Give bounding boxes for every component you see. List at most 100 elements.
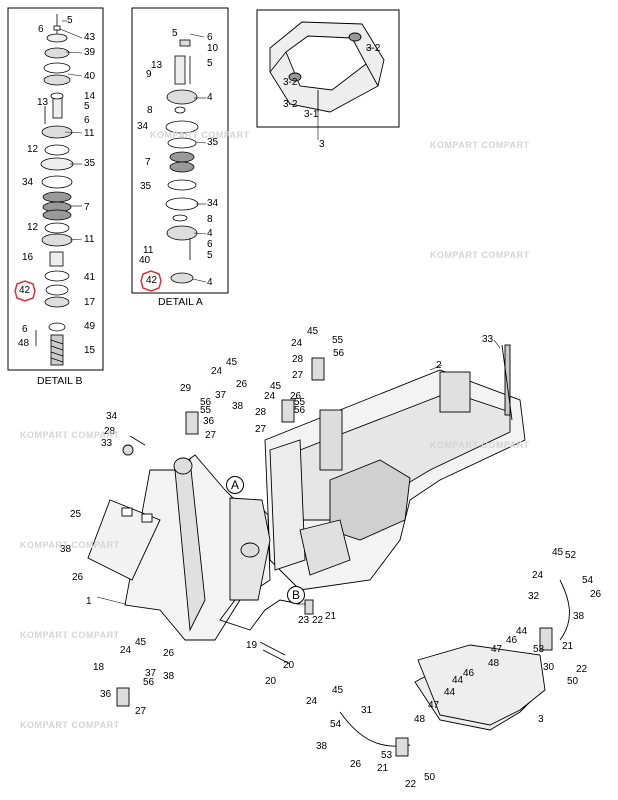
- part-label: 55: [332, 335, 344, 346]
- detail-a-parts: [165, 39, 199, 284]
- part-label: 27: [135, 706, 147, 717]
- part-label: 41: [84, 272, 96, 283]
- detail-a-caption: DETAIL A: [158, 296, 203, 308]
- part-label: 35: [207, 137, 219, 148]
- part-label: 26: [350, 759, 362, 770]
- part-label: 18: [93, 662, 105, 673]
- callout-a-letter: A: [231, 478, 240, 492]
- part-label: 44: [444, 687, 456, 698]
- rear-frame: [264, 344, 526, 591]
- part-label: 14: [84, 91, 96, 102]
- part-label: 22: [312, 615, 324, 626]
- detail-b-parts: [35, 14, 74, 366]
- part-label: 56: [333, 348, 345, 359]
- callout-b: B: [287, 586, 305, 604]
- part-label: 5: [207, 58, 213, 69]
- part-label: 6: [84, 115, 90, 126]
- part-label: 49: [84, 321, 96, 332]
- part-label: 38: [163, 671, 175, 682]
- part-label: 26: [236, 379, 248, 390]
- part-label: 11: [84, 234, 95, 245]
- part-label: 9: [146, 69, 152, 80]
- part-label: 21: [325, 611, 337, 622]
- watermark-text: KOMPART COMPART: [430, 250, 530, 260]
- part-label: 21: [562, 641, 574, 652]
- part-label: 37: [145, 668, 157, 679]
- part-label: 55: [200, 405, 212, 416]
- part-label: 54: [582, 575, 594, 586]
- part-label: 27: [292, 370, 304, 381]
- part-label: 6: [207, 239, 213, 250]
- part-label: 46: [463, 668, 475, 679]
- part-label: 26: [163, 648, 175, 659]
- part-label: 5: [67, 15, 73, 26]
- part-label: 36: [203, 416, 215, 427]
- part-label: 45: [226, 357, 238, 368]
- part-label: 48: [488, 658, 500, 669]
- detail-b-highlight-hexagon: [14, 280, 36, 302]
- part-label: 45: [270, 381, 282, 392]
- part-label: 26: [290, 391, 302, 402]
- part-label: 47: [491, 644, 503, 655]
- part-label: 25: [70, 509, 82, 520]
- callout-b-letter: B: [292, 588, 301, 602]
- part-label: 29: [180, 383, 192, 394]
- part-label: 22: [405, 779, 417, 790]
- detail-b-box: [7, 7, 104, 371]
- part-label: 3-2: [283, 99, 298, 110]
- watermark-text: KOMPART COMPART: [20, 430, 120, 440]
- part-label: 44: [452, 675, 464, 686]
- part-label: 13: [151, 60, 163, 71]
- watermark-text: KOMPART COMPART: [20, 630, 120, 640]
- part-label: 27: [255, 424, 267, 435]
- part-label: 5: [207, 250, 213, 261]
- watermark-text: KOMPART COMPART: [150, 130, 250, 140]
- part-label: 42: [19, 285, 31, 296]
- part-label: 45: [135, 637, 147, 648]
- part-label: 37: [215, 390, 227, 401]
- part-label: 4: [207, 92, 213, 103]
- part-label: 48: [414, 714, 426, 725]
- part-label: 4: [207, 228, 213, 239]
- part-label: 34: [207, 198, 219, 209]
- part-label: 28: [292, 354, 304, 365]
- part-label: 56: [200, 397, 212, 408]
- part-label: 56: [143, 677, 155, 688]
- detail-3-mount: [269, 21, 385, 113]
- part-label: 21: [377, 763, 389, 774]
- watermark-text: KOMPART COMPART: [430, 440, 530, 450]
- part-label: 38: [232, 401, 244, 412]
- detail-a-highlight-hexagon: [140, 270, 162, 292]
- part-label: 48: [18, 338, 30, 349]
- watermark-text: KOMPART COMPART: [430, 140, 530, 150]
- callout-a: A: [226, 476, 244, 494]
- detail-a-box: [131, 7, 229, 294]
- part-label: 55: [294, 397, 306, 408]
- part-label: 19: [246, 640, 258, 651]
- part-label: 38: [60, 544, 72, 555]
- part-label: 22: [576, 664, 588, 675]
- part-label: 4: [207, 277, 213, 288]
- part-label: 12: [27, 222, 39, 233]
- part-label: 45: [552, 547, 564, 558]
- hoses-and-pins: [116, 344, 570, 757]
- cab-mount-right-lower: [417, 644, 546, 726]
- part-label: 2: [436, 360, 442, 371]
- part-label: 17: [84, 297, 96, 308]
- part-label: 12: [27, 144, 39, 155]
- part-label: 45: [332, 685, 344, 696]
- part-label: 1: [86, 596, 92, 607]
- part-label: 52: [565, 550, 577, 561]
- part-label: 50: [567, 676, 579, 687]
- part-label: 24: [306, 696, 318, 707]
- part-label: 39: [84, 47, 96, 58]
- part-label: 40: [139, 255, 151, 266]
- part-label: 40: [84, 71, 96, 82]
- part-label: 23: [298, 615, 310, 626]
- part-label: 11: [84, 128, 95, 139]
- part-label: 30: [543, 662, 555, 673]
- part-label: 38: [316, 741, 328, 752]
- part-label: 36: [100, 689, 112, 700]
- part-label: 7: [84, 202, 90, 213]
- part-label: 35: [140, 181, 152, 192]
